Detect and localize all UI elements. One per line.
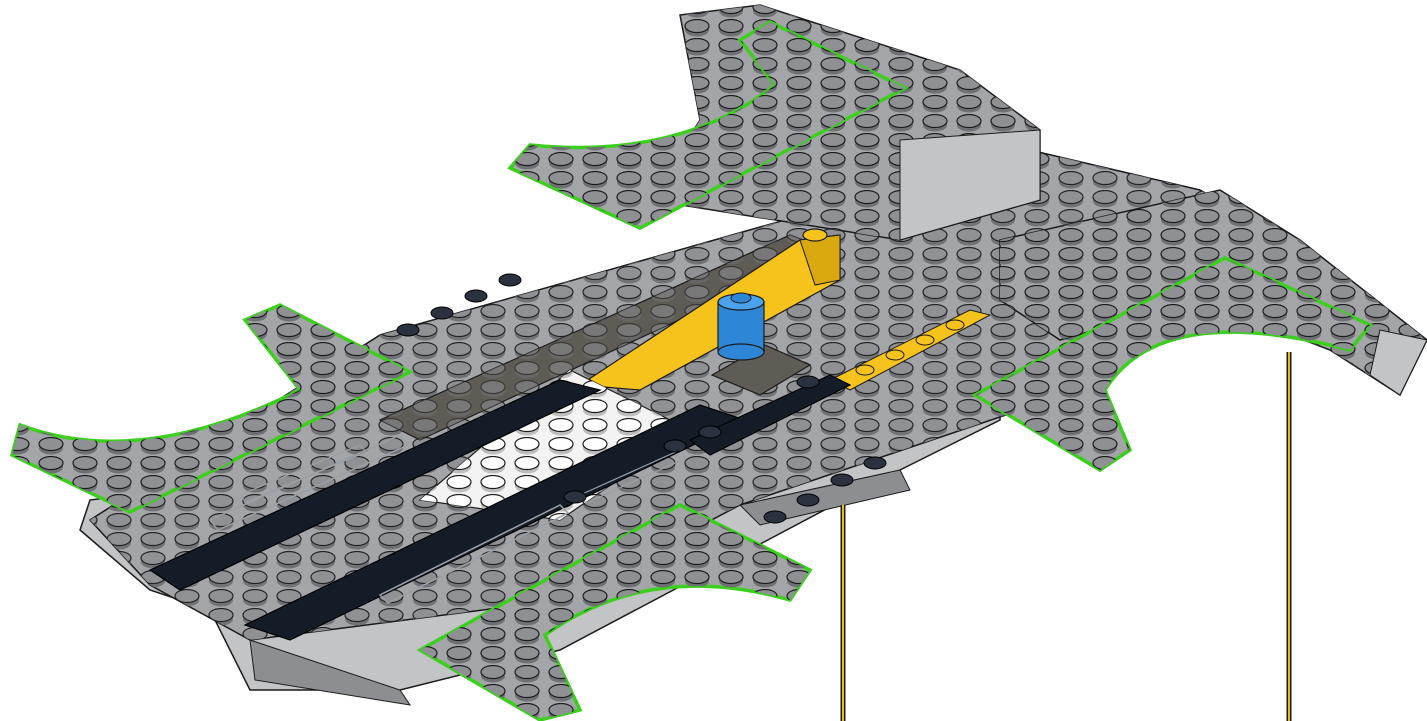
blue-round-brick xyxy=(718,293,764,360)
